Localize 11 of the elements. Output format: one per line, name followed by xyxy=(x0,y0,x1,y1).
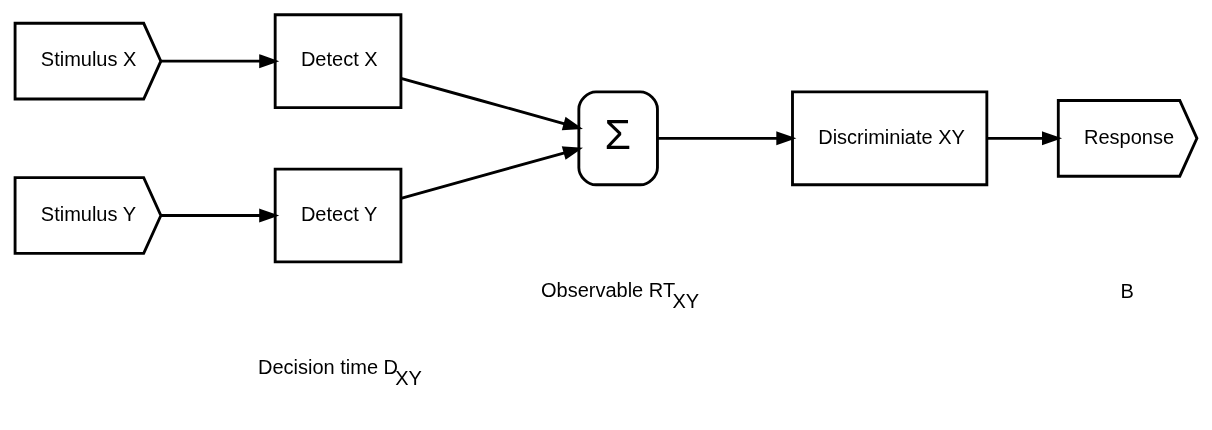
arrow xyxy=(160,53,280,68)
arrow xyxy=(160,208,280,222)
label: B xyxy=(1120,279,1134,302)
arrow xyxy=(400,76,583,130)
arrow xyxy=(400,145,583,200)
arrow xyxy=(987,130,1063,145)
arrow xyxy=(657,130,797,145)
node-box: Σ xyxy=(577,89,659,186)
node-box: Detect X xyxy=(273,12,403,109)
node-box: Detect Y xyxy=(273,167,403,263)
node-box: Discriminiate XY xyxy=(791,89,989,186)
